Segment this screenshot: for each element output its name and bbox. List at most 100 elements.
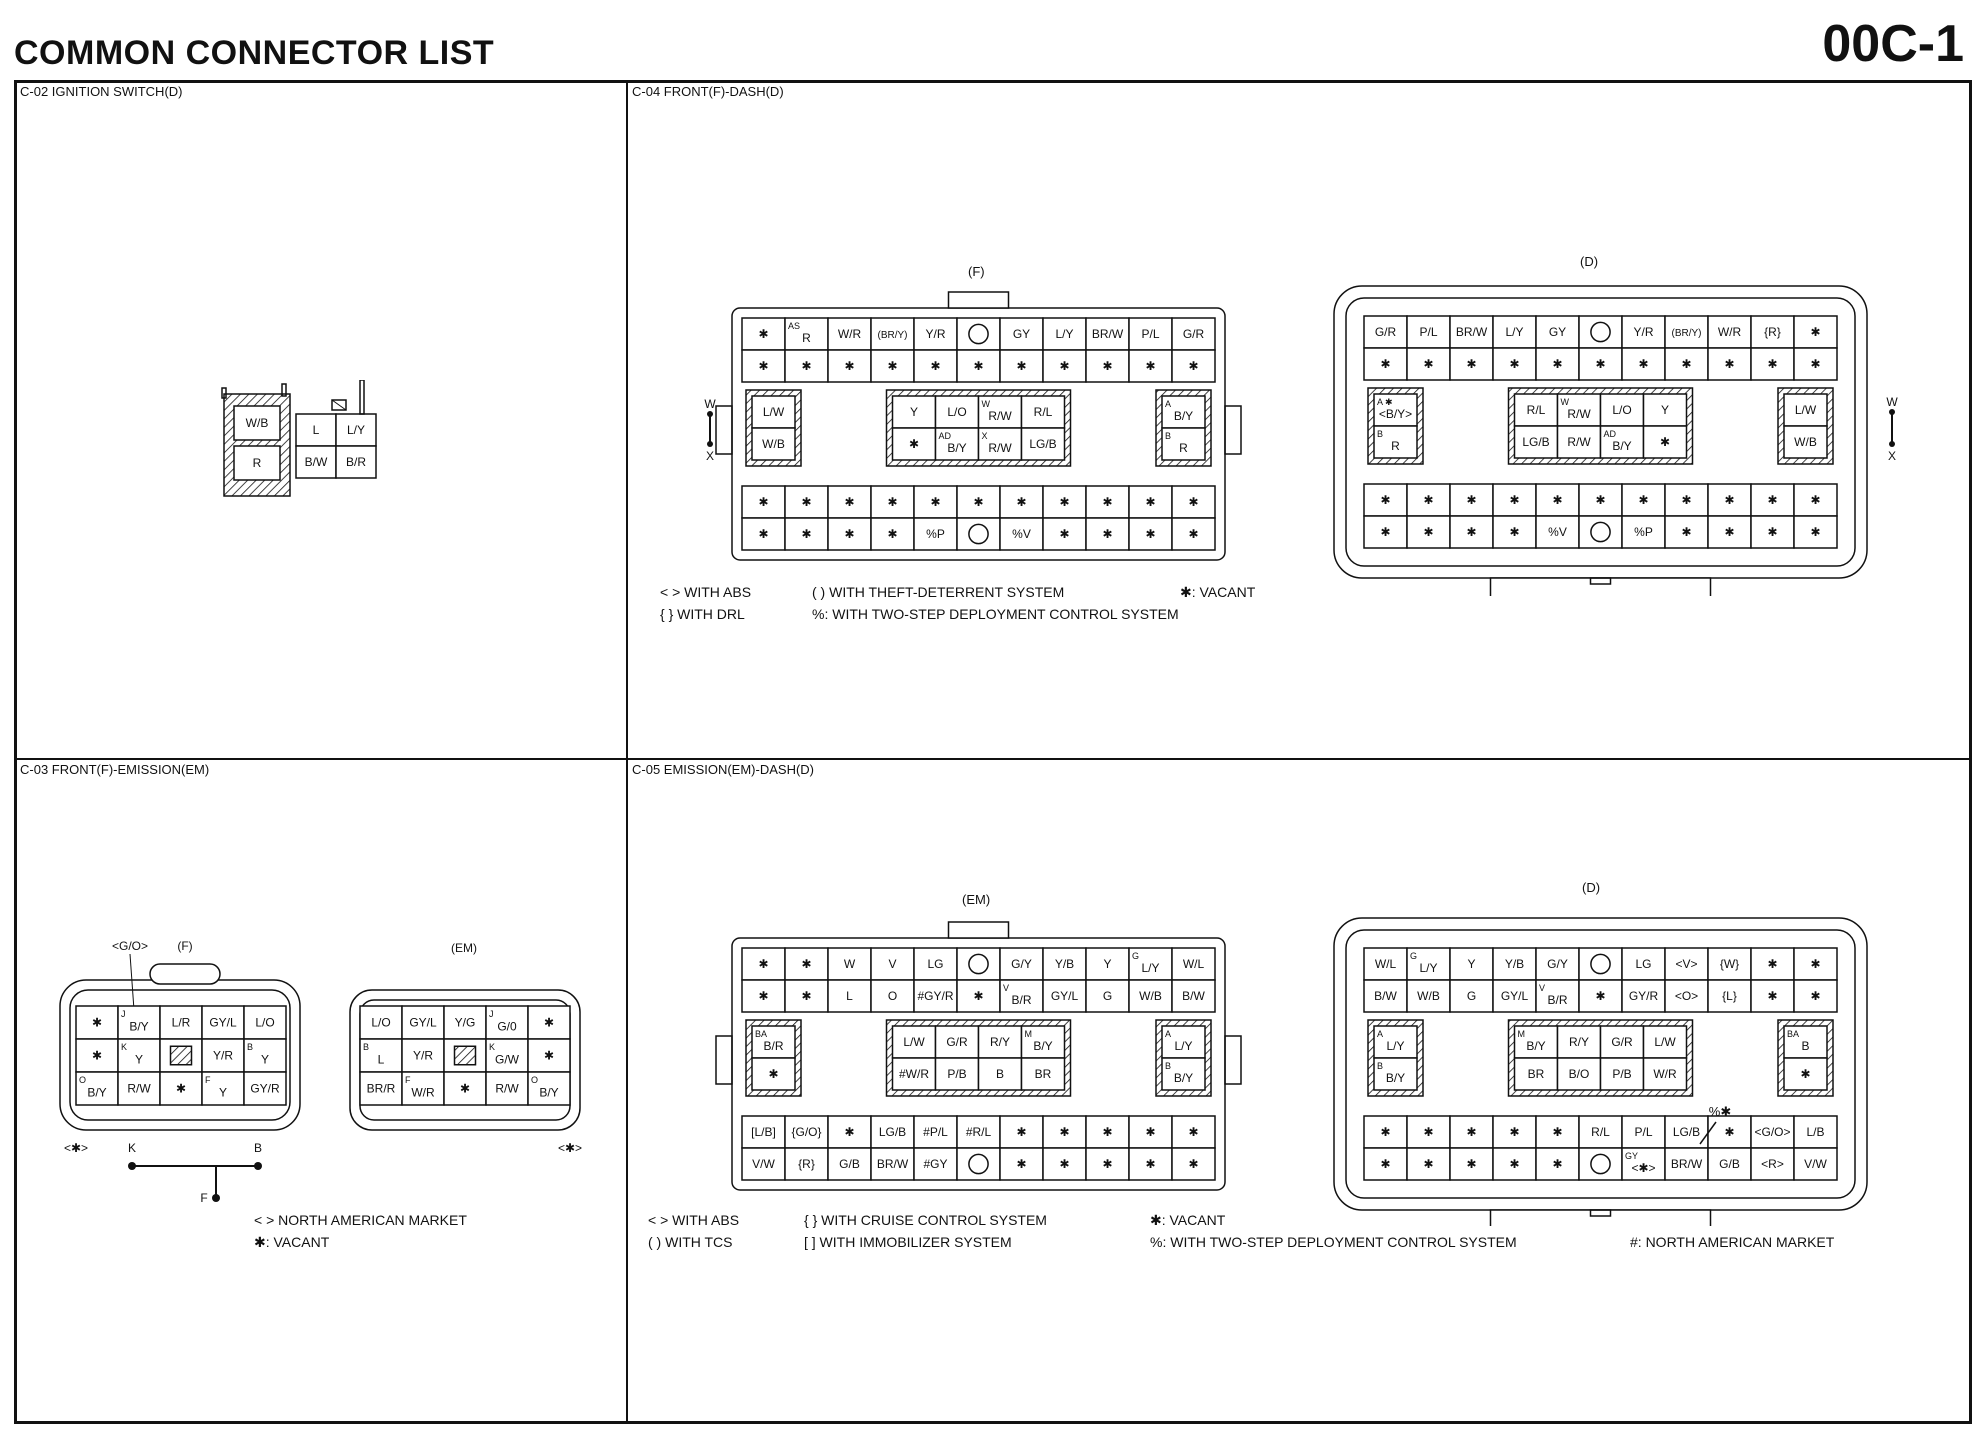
pin-cell [1449, 979, 1494, 1013]
pin-cell [335, 413, 377, 447]
pin-cell [243, 1071, 287, 1106]
pin-label: P/B [1612, 1067, 1631, 1081]
pin-label: R/L [1591, 1125, 1610, 1139]
pin-cell [956, 317, 1001, 351]
pin-cell [1556, 425, 1602, 459]
pin-label: B/Y [129, 1020, 148, 1034]
wx-dot [1889, 441, 1895, 447]
pin-label: V/W [752, 1157, 775, 1171]
pin-label: L/O [1612, 403, 1631, 417]
pin-label: BR/W [877, 1157, 909, 1171]
pin-label: ✱ [1102, 1125, 1112, 1139]
pin-label: B/O [1569, 1067, 1590, 1081]
wx-label-w: W [704, 397, 716, 411]
pin-cell [956, 1147, 1001, 1181]
pin-label: ✱ [1681, 357, 1691, 371]
pin-cell [1599, 425, 1645, 459]
pin-cell [1513, 1025, 1559, 1059]
pin-label: ✱ [1059, 1157, 1069, 1171]
pin-label: W [844, 957, 856, 971]
pin-label: B/R [1011, 993, 1031, 1007]
pin-label: L/Y [1505, 325, 1523, 339]
pin-cell [1406, 483, 1451, 517]
pin-cell [1406, 1147, 1451, 1181]
pin-cell [359, 1005, 403, 1040]
pin-cell [934, 395, 980, 429]
pin-label: G/Y [1547, 957, 1568, 971]
pin-label: BR/W [1456, 325, 1488, 339]
pin-cell [1513, 1057, 1559, 1091]
pin-cell [1599, 1025, 1645, 1059]
pin-label: ✱ [1423, 357, 1433, 371]
pin-label: Y/G [455, 1016, 476, 1030]
pin-label: G [1467, 989, 1476, 1003]
pin-label: ✱ [92, 1049, 102, 1063]
pin-cell [1642, 1057, 1688, 1091]
pin-cell [1578, 315, 1623, 349]
pin-cell [956, 517, 1001, 551]
pin-label: ✱ [1724, 493, 1734, 507]
pin-cell [233, 445, 281, 481]
pin-note: B [1165, 431, 1171, 441]
pin-label: ✱ [1466, 357, 1476, 371]
pin-cell [1621, 347, 1666, 381]
pin-label: G [1103, 989, 1112, 1003]
pin-label: ✱ [1102, 495, 1112, 509]
c03-ast-right: <✱> [558, 1141, 582, 1155]
pin-cell [999, 1115, 1044, 1149]
pin-cell [1171, 979, 1216, 1013]
pin-label: GY/L [1051, 989, 1079, 1003]
pin-label: ✱ [460, 1082, 470, 1096]
pin-label: ✱ [1380, 1157, 1390, 1171]
pin-cell [827, 349, 872, 383]
pin-cell [1171, 317, 1216, 351]
pin-label: ✱ [1810, 957, 1820, 971]
pin-label: ✱ [1423, 525, 1433, 539]
pin-label: L/W [763, 405, 785, 419]
pin-cell [934, 427, 980, 461]
pin-label: ✱ [887, 359, 897, 373]
pin-label: ✱ [1552, 493, 1562, 507]
pin-label: W/L [1183, 957, 1205, 971]
pin-cell [1556, 1057, 1602, 1091]
panel-label-c04: C-04 FRONT(F)-DASH(D) [632, 84, 784, 99]
pin-cell [1363, 1147, 1408, 1181]
pin-label: ✱ [1509, 493, 1519, 507]
pin-label: B/Y [1174, 1071, 1193, 1085]
pin-label: Y [261, 1053, 269, 1067]
connector-latch [1489, 1209, 1712, 1226]
pin-cell [1642, 425, 1688, 459]
pin-label: R/W [1567, 435, 1591, 449]
pin-label: ✱ [1681, 525, 1691, 539]
pin-label: {G/O} [791, 1125, 821, 1139]
pin-cell [1793, 347, 1838, 381]
pin-cell [891, 427, 937, 461]
pin-cell [1406, 515, 1451, 549]
panel-label-c05: C-05 EMISSION(EM)-DASH(D) [632, 762, 815, 777]
pin-label: L/B [1806, 1125, 1824, 1139]
pin-label: ✱ [1016, 495, 1026, 509]
pin-label: (BR/Y) [878, 330, 908, 341]
pin-cell [1793, 947, 1838, 981]
pin-label: B/W [1182, 989, 1205, 1003]
pin-label: ✱ [1595, 357, 1605, 371]
pin-label: ✱ [1059, 495, 1069, 509]
pin-label: ✱ [1810, 989, 1820, 1003]
pin-cell [999, 517, 1044, 551]
latch-post [281, 383, 287, 397]
pin-label: R/L [1034, 405, 1053, 419]
c04-legend-vacant: ✱: VACANT [1180, 584, 1256, 600]
pin-label: ✱ [1595, 493, 1605, 507]
pin-cell [977, 1057, 1023, 1091]
pin-cell [1621, 1147, 1666, 1181]
pin-cell [75, 1038, 119, 1073]
pin-cell [977, 1025, 1023, 1059]
pin-cell [1363, 347, 1408, 381]
pin-note: F [405, 1075, 411, 1085]
pin-label: ✱ [1059, 1125, 1069, 1139]
pin-label: Y [1661, 403, 1669, 417]
pin-label: ✱ [1102, 359, 1112, 373]
pin-cell [359, 1071, 403, 1106]
pin-cell [1020, 395, 1066, 429]
